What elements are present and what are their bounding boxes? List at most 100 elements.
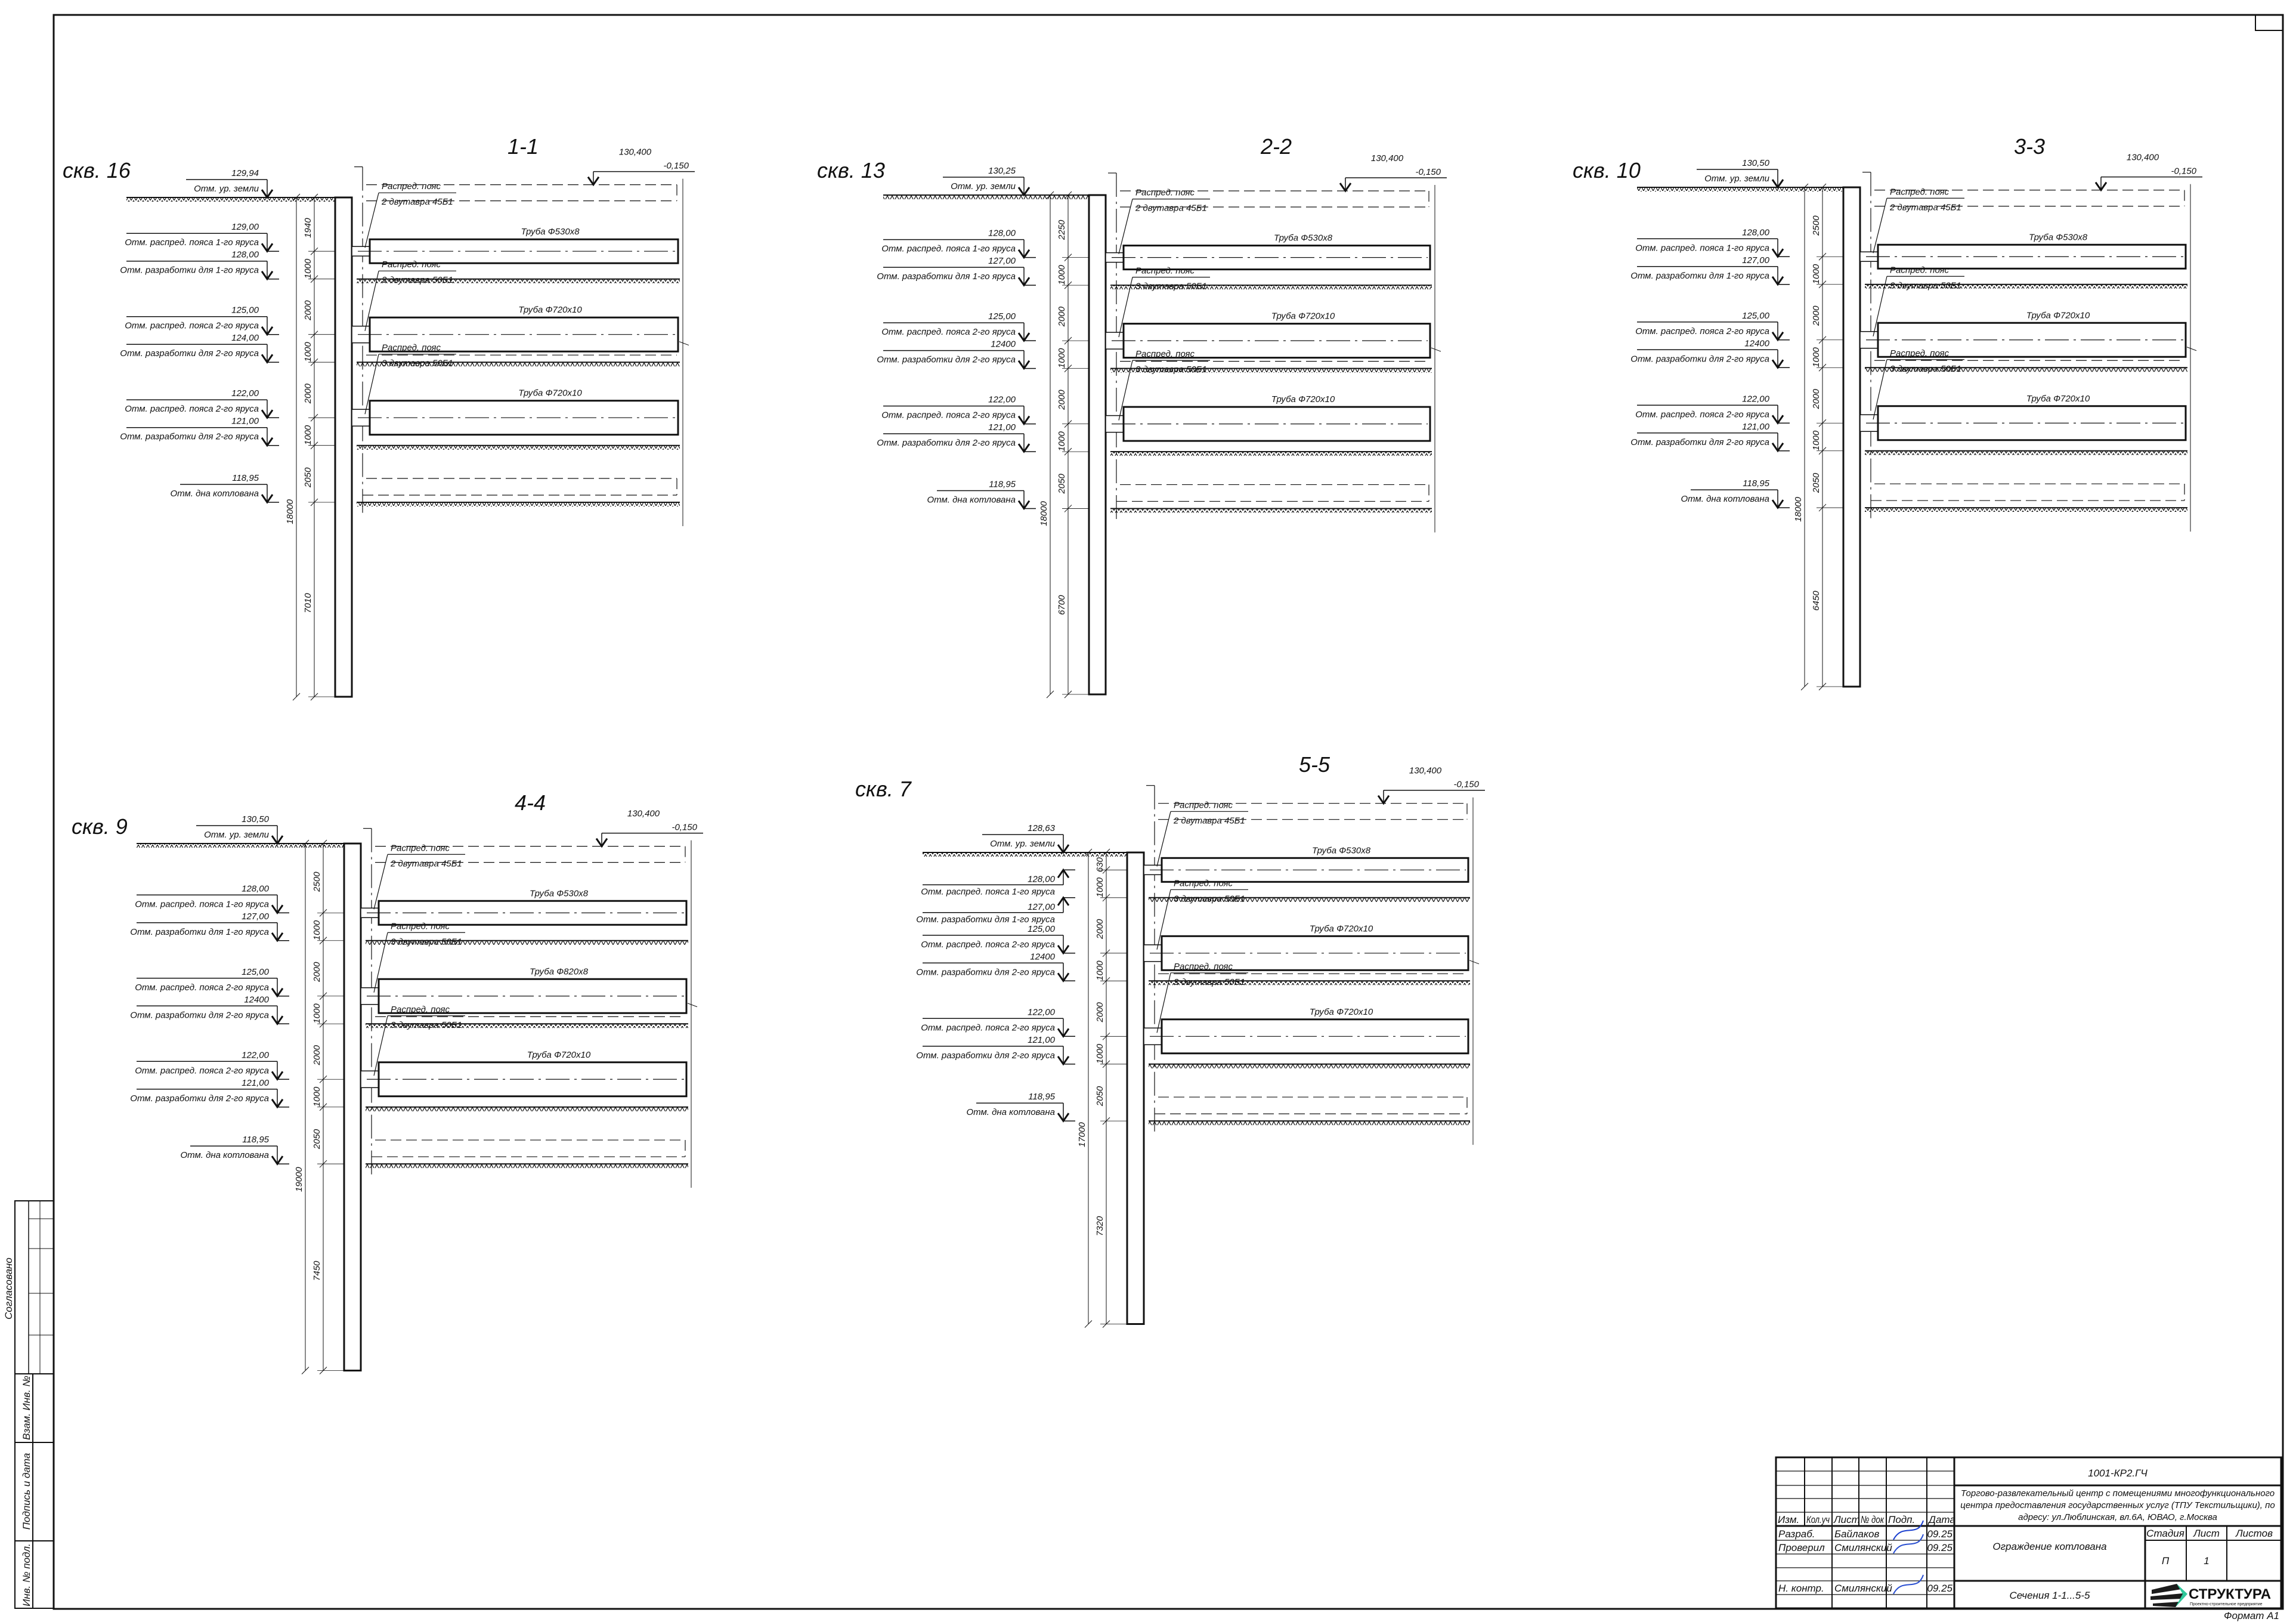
- belt-spec: 3 двутавра 50Б1: [1135, 364, 1207, 375]
- ground-elevation-desc: Отм. ур. земли: [951, 181, 1016, 191]
- design-level-marker: 130,400-0,150: [1377, 766, 1485, 805]
- document-code: 1001-КР2.ГЧ: [2088, 1467, 2148, 1479]
- elevation-desc: Отм. распред. пояса 1-го яруса: [1635, 243, 1769, 253]
- borehole-label: скв. 7: [855, 777, 912, 801]
- agreed-box: [14, 1200, 54, 1374]
- hatch-fill: [1637, 187, 1843, 191]
- company-subtitle: Проектно-строительное предприятие: [2190, 1602, 2263, 1606]
- elevation-value: 122,00: [988, 395, 1016, 405]
- dimension-value: 6700: [1057, 595, 1067, 615]
- dimension-total: 17000: [1077, 1122, 1087, 1147]
- belt-leader: [1118, 199, 1133, 254]
- belt-spec: 3 двутавра 50Б1: [1174, 977, 1245, 987]
- elevation-arrow-icon: [261, 437, 274, 447]
- belt-leader: [373, 932, 388, 993]
- elevation-arrow-icon: [1017, 249, 1031, 259]
- hatch-fill: [137, 844, 344, 848]
- elevation-arrow-icon: [261, 354, 274, 364]
- elevation-arrow-icon: [2094, 181, 2108, 192]
- excavation-level-line: [357, 278, 680, 283]
- belt-label: Распред. пояс: [391, 1005, 450, 1015]
- elevation-value: 125,00: [242, 967, 270, 977]
- elevation-desc: Отм. разработки для 2-го яруса: [120, 432, 259, 442]
- elevation-arrow-icon: [1771, 415, 1784, 425]
- elevation-arrow-icon: [1057, 844, 1070, 854]
- elevation-desc: Отм. распред. пояса 2-го яруса: [881, 327, 1016, 337]
- belt-leader: [1156, 811, 1171, 867]
- hatch-fill: [366, 940, 688, 945]
- hatch-fill: [1149, 897, 1470, 902]
- hatch-fill: [1110, 368, 1432, 373]
- object-name: Ограждение котлована: [1992, 1541, 2106, 1552]
- elevation-value: 127,00: [1742, 255, 1770, 265]
- excavation-level-line: [1865, 283, 2187, 289]
- logo-stripe: [2153, 1602, 2180, 1607]
- elevation-value: 118,95: [989, 479, 1016, 489]
- ground-elevation-desc: Отм. ур. земли: [1704, 174, 1770, 184]
- stage-value: П: [2162, 1555, 2170, 1567]
- excavation-level-line: [1149, 980, 1470, 985]
- excavation-level-line: [1865, 367, 2187, 372]
- elevation-desc: Отм. дна котлована: [171, 489, 259, 499]
- elevation-value: 122,00: [231, 388, 259, 398]
- ground-line: [1637, 187, 1843, 191]
- design-level-relative: -0,150: [663, 161, 689, 171]
- inventory-box: [14, 1373, 54, 1609]
- elevation-desc: Отм. распред. пояса 1-го яруса: [881, 244, 1016, 254]
- inv-orig-label: Инв. № подл.: [21, 1543, 32, 1606]
- elevation-arrow-icon: [271, 987, 284, 998]
- signature: [1893, 1534, 1924, 1554]
- break-mark: [687, 1003, 698, 1008]
- dimension-value: 2000: [1057, 306, 1067, 327]
- dimension-value: 2000: [303, 300, 313, 321]
- dimension-value: 2000: [1095, 919, 1105, 940]
- dimension-value: 1000: [1095, 960, 1105, 981]
- belt-leader: [364, 193, 379, 248]
- elevation-desc: Отм. разработки для 2-го яруса: [877, 355, 1016, 365]
- belt-leader: [1873, 276, 1887, 336]
- tb-role: Н. контр.: [1778, 1583, 1824, 1594]
- sheet-pile: [1088, 194, 1107, 696]
- elevation-arrow-icon: [1377, 795, 1390, 805]
- hatch-fill: [1110, 285, 1432, 290]
- elevation-value: 122,00: [1028, 1007, 1056, 1017]
- dimension-value: 1000: [312, 920, 322, 940]
- belt-leader: [1873, 359, 1887, 420]
- ground-elevation-value: 130,25: [988, 166, 1016, 176]
- excavation-level-line: [1865, 450, 2187, 455]
- tb-header: № док: [1861, 1514, 1885, 1525]
- elevation-value: 121,00: [1742, 422, 1770, 432]
- dimension-value: 2000: [1811, 305, 1821, 326]
- dimension-tick: [1800, 682, 1809, 691]
- dimension-value: 1000: [303, 425, 313, 445]
- belt-spec: 3 двутавра 50Б1: [1890, 364, 1961, 374]
- elevation-desc: Отм. распред. пояса 2-го яруса: [881, 410, 1016, 421]
- ground-elevation-value: 130,50: [242, 814, 270, 824]
- dimension-value: 2500: [312, 872, 322, 892]
- hatch-fill: [357, 279, 680, 283]
- elevation-arrow-icon: [261, 409, 274, 419]
- elevation-arrow-icon: [1017, 415, 1031, 426]
- excavation-level-line: [1149, 897, 1470, 902]
- elevation-arrow-icon: [1017, 332, 1031, 342]
- elevation-arrow-icon: [271, 1071, 284, 1081]
- elevation-desc: Отм. разработки для 1-го яруса: [1630, 271, 1769, 281]
- break-mark: [1431, 347, 1441, 352]
- signature: [1893, 1574, 1924, 1595]
- dimension-total: 18000: [1039, 501, 1049, 526]
- title-block-frame: [1775, 1456, 2282, 1609]
- belt-label: Распред. пояс: [382, 181, 441, 191]
